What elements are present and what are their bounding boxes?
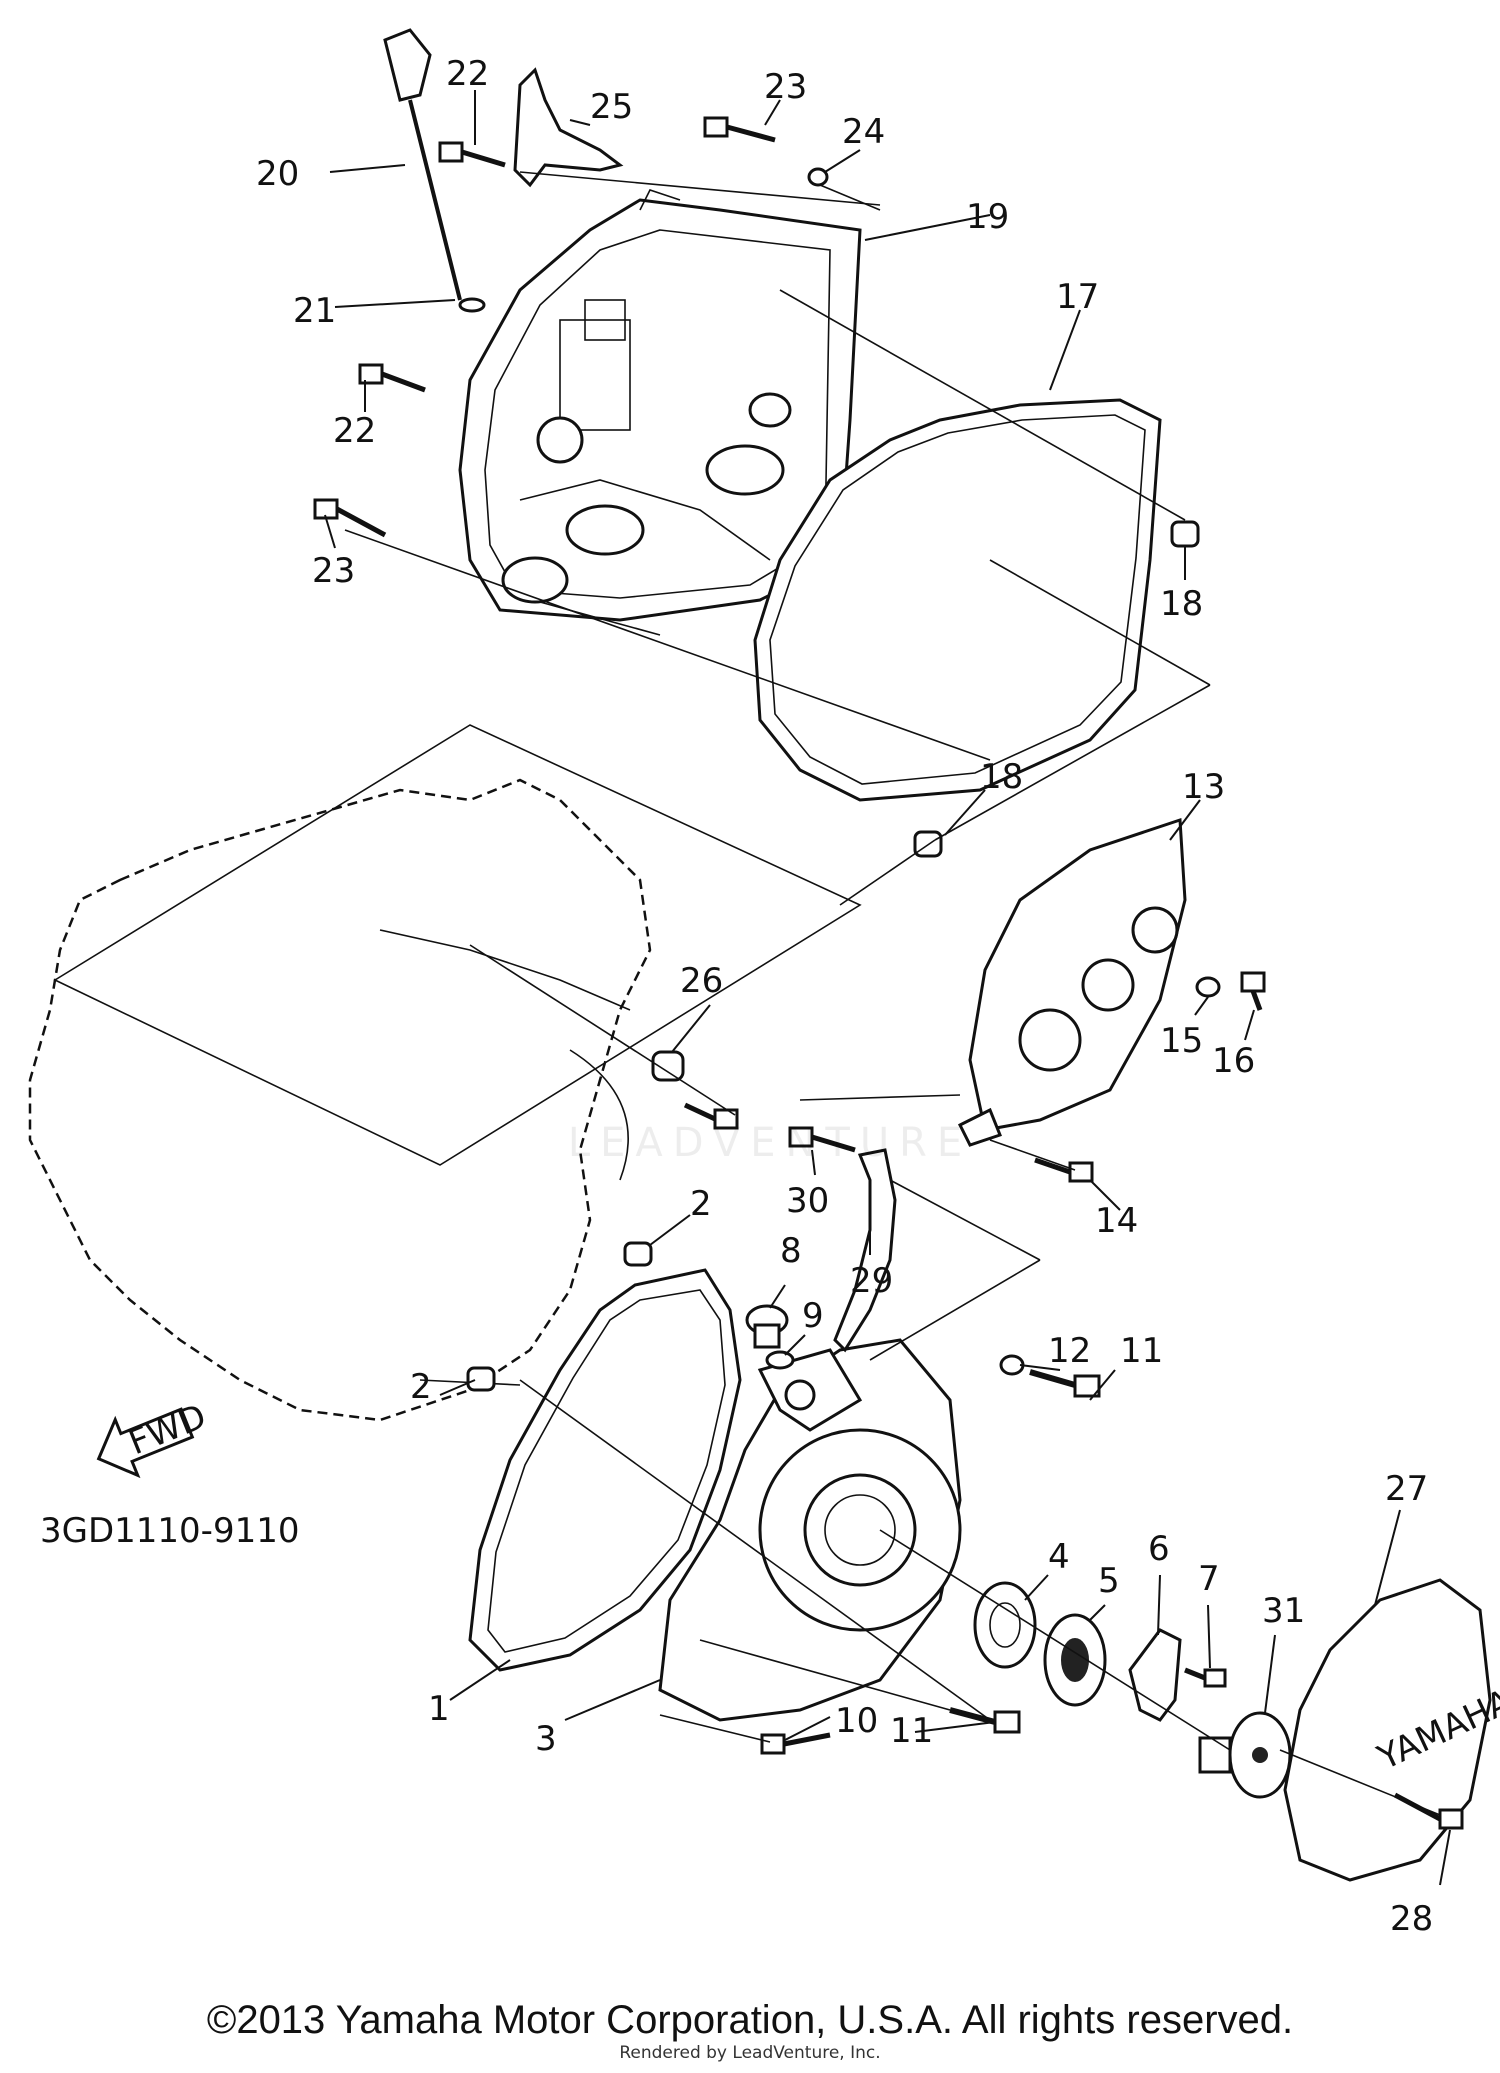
bearing-5 <box>1043 1613 1107 1707</box>
assembly-lines-lower <box>519 1379 1231 1751</box>
bolt-10 <box>760 1732 831 1755</box>
copyright-notice: ©2013 Yamaha Motor Corporation, U.S.A. A… <box>206 1998 1294 2042</box>
bolt-23-top <box>703 116 776 143</box>
bolt-11-upper <box>1029 1369 1101 1398</box>
callout-27: 27 <box>1385 1469 1428 1509</box>
callout-30: 30 <box>786 1181 829 1221</box>
callout-21: 21 <box>293 291 336 331</box>
callout-2-upper: 2 <box>690 1184 712 1224</box>
bolt-7 <box>1184 1667 1227 1688</box>
callout-3: 3 <box>535 1719 557 1759</box>
callout-4: 4 <box>1048 1537 1070 1577</box>
callout-25: 25 <box>590 87 633 127</box>
crankcase-cover-27: YAMAHA <box>1283 1578 1500 1882</box>
callout-2-lower: 2 <box>410 1367 432 1407</box>
washer-12 <box>999 1354 1025 1376</box>
callout-8: 8 <box>780 1231 802 1271</box>
assembly-line-26 <box>469 944 736 1116</box>
assembly-line-sprocket-frame <box>799 1094 961 1101</box>
callout-23-top: 23 <box>764 67 807 107</box>
callout-29: 29 <box>850 1261 893 1301</box>
dowel-pin-18-upper <box>1170 520 1200 548</box>
oil-seal-4 <box>973 1581 1037 1669</box>
shaft-31 <box>1198 1711 1292 1799</box>
o-ring-21 <box>458 297 486 313</box>
bolt-16 <box>1240 971 1266 1011</box>
o-ring-9 <box>765 1350 795 1370</box>
forward-arrow: FWD <box>96 1396 212 1479</box>
callout-22-top: 22 <box>446 54 489 94</box>
bolt-26-lower <box>683 1102 739 1130</box>
assembly-lines-upper <box>344 171 1211 906</box>
sprocket-cover <box>957 817 1187 1147</box>
assembly-line-28 <box>1279 1749 1441 1816</box>
bolt-22-left <box>358 363 426 393</box>
clutch-cover <box>458 189 862 622</box>
dowel-pin-2-lower <box>466 1366 496 1392</box>
callouts: 20 21 22 22 23 23 24 25 19 17 18 18 13 2… <box>256 54 1451 1939</box>
diagram-code: 3GD1110-9110 <box>40 1511 299 1551</box>
cap-26 <box>651 1050 685 1082</box>
callout-15: 15 <box>1160 1021 1203 1061</box>
callout-12: 12 <box>1048 1331 1091 1371</box>
callout-24: 24 <box>842 112 885 152</box>
bolt-30 <box>788 1126 856 1153</box>
crankcase-outline <box>28 724 862 1422</box>
washer-24 <box>807 167 829 187</box>
callout-7: 7 <box>1198 1559 1220 1599</box>
callout-14: 14 <box>1095 1201 1138 1241</box>
washer-15 <box>1195 976 1221 998</box>
callout-6: 6 <box>1148 1529 1170 1569</box>
bolt-14 <box>1034 1157 1094 1183</box>
generator-cover <box>658 1338 962 1722</box>
callout-18-upper: 18 <box>1160 584 1203 624</box>
callout-16: 16 <box>1212 1041 1255 1081</box>
dowel-pin-2-upper <box>623 1241 653 1267</box>
clutch-cover-gasket <box>753 398 1162 802</box>
bolt-23-left <box>313 498 387 538</box>
callout-1: 1 <box>428 1689 450 1729</box>
bracket-25 <box>513 67 624 188</box>
callout-17: 17 <box>1056 277 1099 317</box>
callout-5: 5 <box>1098 1561 1120 1601</box>
callout-18-lower: 18 <box>980 757 1023 797</box>
plate-29 <box>833 1148 897 1353</box>
callout-28: 28 <box>1390 1899 1433 1939</box>
watermark-logo: LEADVENTURE <box>567 1120 973 1166</box>
callout-22-left: 22 <box>333 411 376 451</box>
callout-10: 10 <box>835 1701 878 1741</box>
callout-11-lower: 11 <box>890 1711 933 1751</box>
assembly-line-29b <box>869 1259 1041 1361</box>
assembly-line-29 <box>889 1179 1041 1261</box>
callout-31: 31 <box>1262 1591 1305 1631</box>
rendered-by-notice: Rendered by LeadVenture, Inc. <box>619 2043 881 2063</box>
callout-20: 20 <box>256 154 299 194</box>
generator-cover-gasket <box>468 1268 742 1672</box>
assembly-line-sprocket <box>989 1139 1076 1171</box>
plug-8 <box>745 1304 789 1349</box>
oil-dipstick <box>383 28 462 301</box>
callout-11-upper: 11 <box>1120 1331 1163 1371</box>
callout-23-left: 23 <box>312 551 355 591</box>
bolt-22-top <box>438 141 506 168</box>
callout-13: 13 <box>1182 767 1225 807</box>
callout-26: 26 <box>680 961 723 1001</box>
fwd-label: FWD <box>123 1396 212 1463</box>
callout-19: 19 <box>966 197 1009 237</box>
callout-9: 9 <box>802 1296 824 1336</box>
bolt-11-lower <box>949 1707 1021 1734</box>
retainer-clip-6 <box>1128 1628 1182 1722</box>
